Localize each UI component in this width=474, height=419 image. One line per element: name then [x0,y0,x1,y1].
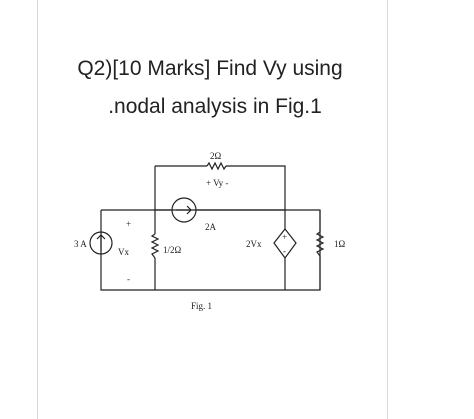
top-wire-right [226,165,286,210]
current-source-2a-label: 2A [205,222,217,232]
right-resistor-label: 1Ω [334,239,346,249]
question-line-2: .nodal analysis in Fig.1 [108,95,322,118]
vy-label: + Vy - [206,178,228,188]
vx-label: Vx [118,247,129,257]
top-resistor-label: 2Ω [210,151,222,161]
top-resistor [206,161,227,171]
figure-caption: Fig. 1 [191,301,212,311]
question-text: Q2)[10 Marks] Find Vy using .nodal analy… [0,50,420,126]
dependent-source-label: 2Vx [246,239,262,249]
half-ohm-label: 1/2Ω [163,245,182,255]
half-ohm-resistor [150,233,160,259]
current-source-3a [89,231,113,255]
vx-minus-label: - [127,274,130,284]
dependent-source-plus: + [282,232,287,242]
current-source-3a-label: 3 A [74,239,87,249]
question-line-1: Q2)[10 Marks] Find Vy using [77,57,343,80]
vx-plus-label: + [126,219,131,229]
dependent-source-minus: - [283,246,286,256]
frame-right-border [387,0,388,419]
right-resistor [315,231,325,257]
frame-left-border [37,0,38,419]
current-source-3a-arrow [96,234,106,251]
